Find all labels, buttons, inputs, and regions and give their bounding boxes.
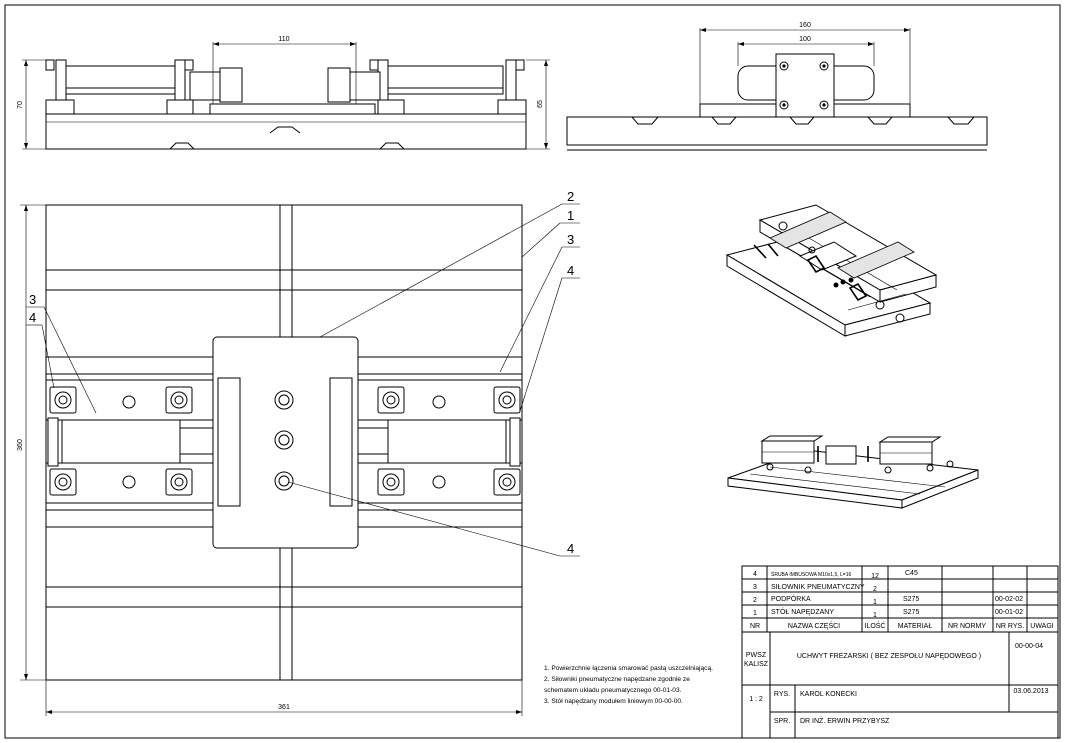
top-view: 360 361 [17, 204, 523, 716]
svg-text:1: 1 [753, 610, 757, 617]
side-base-plate [566, 116, 988, 146]
svg-text:UWAGI: UWAGI [1030, 623, 1054, 630]
callout-4-left: 4 [29, 310, 36, 325]
svg-text:3: 3 [753, 584, 757, 591]
svg-text:MATERIAŁ: MATERIAŁ [898, 623, 933, 630]
checked-by: DR INŻ. ERWIN PRZYBYSZ [800, 716, 890, 725]
side-view: 160 100 [566, 22, 988, 151]
bom-row: 1 STÓŁ NAPĘDZANY 1 S275 00-01-02 [753, 607, 1023, 619]
svg-text:NR: NR [750, 623, 760, 630]
svg-text:PODPÓRKA: PODPÓRKA [771, 594, 811, 603]
sheet-border [4, 4, 1061, 739]
front-view: 110 70 65 [17, 36, 550, 150]
right-cylinder-side [384, 65, 504, 89]
note-2-cont: schematem układu pneumatycznego 00-01-03… [544, 687, 682, 694]
screw-heads [49, 386, 521, 496]
svg-text:S275: S275 [903, 596, 919, 603]
drawing-title: UCHWYT FREZARSKI ( BEZ ZESPOŁU NAPĘDOWEG… [797, 653, 981, 660]
svg-text:NAZWA CZĘŚCI: NAZWA CZĘŚCI [788, 621, 840, 630]
callout-4-bottom: 4 [567, 541, 574, 556]
isometric-view [725, 204, 938, 337]
left-cylinder-top [61, 419, 181, 464]
svg-text:ILOŚĆ: ILOŚĆ [864, 621, 885, 630]
svg-text:ŚRUBA IMBUSOWA M10x1,5, L=16: ŚRUBA IMBUSOWA M10x1,5, L=16 [771, 570, 851, 578]
school-line2: KALISZ [744, 661, 769, 668]
drawing-number: 00-00-04 [1015, 643, 1043, 650]
iso-cylinder-right [837, 241, 915, 279]
dim-front-height-right: 65 [537, 100, 544, 108]
note-1: 1. Powierzchnie łączenia smarować pastą … [544, 665, 713, 672]
dim-front-height-left: 70 [17, 101, 24, 109]
dim-side-inner: 100 [799, 36, 811, 43]
svg-text:1: 1 [873, 612, 877, 619]
svg-text:STÓŁ NAPĘDZANY: STÓŁ NAPĘDZANY [771, 607, 834, 616]
part-callouts: 2 1 3 4 3 4 4 [26, 189, 580, 557]
checked-label: SPR. [774, 718, 790, 725]
svg-text:1: 1 [873, 599, 877, 606]
callout-1: 1 [567, 208, 574, 223]
dim-side-outer: 160 [799, 22, 811, 29]
note-2: 2. Siłowniki pneumatyczne napędzane zgod… [544, 676, 690, 683]
scale: 1 : 2 [749, 696, 763, 703]
technical-notes: 1. Powierzchnie łączenia smarować pastą … [544, 665, 713, 705]
isometric-view-side [727, 435, 979, 509]
front-base-plate [45, 113, 527, 150]
side-support-block [775, 53, 835, 118]
iso-cylinder-left [769, 211, 847, 249]
right-cylinder-top [387, 419, 507, 464]
school-line1: PWSZ [746, 652, 767, 659]
svg-text:C45: C45 [905, 570, 918, 577]
dim-top-width: 361 [278, 704, 290, 711]
bom-row: 3 SIŁOWNIK PNEUMATYCZNY 2 [753, 584, 877, 593]
bom-row: 2 PODPÓRKA 1 S275 00-02-02 [753, 594, 1023, 606]
parts-list: 4 ŚRUBA IMBUSOWA M10x1,5, L=16 12 C45 3 … [741, 565, 1059, 633]
svg-text:NR RYS.: NR RYS. [996, 623, 1024, 630]
svg-text:12: 12 [871, 573, 879, 580]
callout-3-right: 3 [567, 232, 574, 247]
drawn-label: RYS. [774, 691, 790, 698]
title-block: PWSZ KALISZ UCHWYT FREZARSKI ( BEZ ZESPO… [741, 631, 1059, 739]
drawing-date: 03.06.2013 [1013, 688, 1048, 695]
svg-text:00-01-02: 00-01-02 [995, 609, 1023, 616]
svg-text:4: 4 [753, 571, 757, 578]
dim-front-width: 110 [278, 36, 289, 43]
bom-row: 4 ŚRUBA IMBUSOWA M10x1,5, L=16 12 C45 [753, 570, 918, 580]
svg-text:NR NORMY: NR NORMY [948, 623, 986, 630]
svg-text:S275: S275 [903, 609, 919, 616]
svg-text:2: 2 [873, 586, 877, 593]
callout-2: 2 [567, 189, 574, 204]
bom-header: NR NAZWA CZĘŚCI ILOŚĆ MATERIAŁ NR NORMY … [750, 621, 1054, 630]
note-3: 3. Stół napędzany modułem liniowym 00-00… [544, 698, 683, 705]
svg-text:2: 2 [753, 597, 757, 604]
support-block-top [212, 336, 359, 549]
callout-3-left: 3 [29, 292, 36, 307]
left-cylinder-side [65, 65, 185, 89]
drawn-by: KAROL KONECKI [800, 691, 857, 698]
svg-text:00-02-02: 00-02-02 [995, 596, 1023, 603]
callout-4-right: 4 [567, 263, 574, 278]
svg-text:SIŁOWNIK PNEUMATYCZNY: SIŁOWNIK PNEUMATYCZNY [771, 584, 865, 591]
dim-top-height: 360 [17, 439, 24, 451]
